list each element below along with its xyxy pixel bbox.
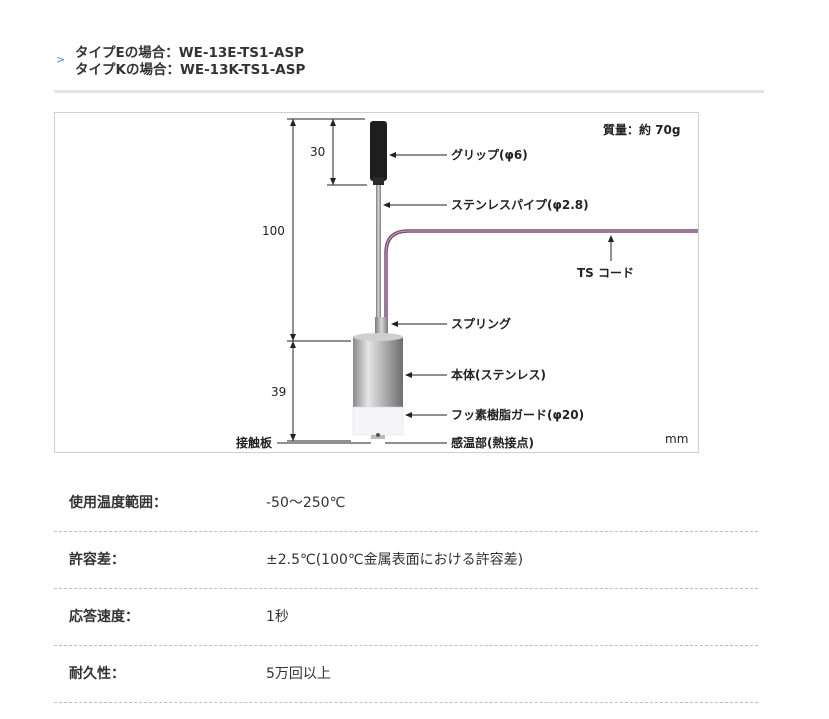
spec-row-response: 応答速度： 1秒	[54, 589, 758, 646]
dimension-lines	[287, 118, 367, 442]
body-label: 本体(ステンレス)	[451, 367, 546, 382]
header-divider	[54, 90, 764, 93]
spec-row-temperature: 使用温度範囲： -50〜250℃	[54, 475, 758, 532]
probe-diagram: 30 100 39	[54, 112, 699, 453]
spring-label: スプリング	[451, 316, 511, 331]
spec-label: 許容差：	[69, 552, 125, 568]
grip	[370, 121, 387, 181]
leader-arrows	[383, 152, 614, 418]
probe-body-top	[353, 333, 403, 341]
model-type-e: タイプEの場合：WE-13E-TS1-ASP	[75, 45, 305, 61]
spec-value: 1秒	[266, 609, 289, 625]
model-type-k: タイプKの場合：WE-13K-TS1-ASP	[75, 62, 306, 78]
unit-label: mm	[665, 432, 688, 446]
dim-100-label: 100	[262, 224, 285, 238]
spec-divider	[54, 531, 758, 532]
spec-row-tolerance: 許容差： ±2.5℃(100℃金属表面における許容差)	[54, 532, 758, 589]
ts-cord	[384, 229, 698, 321]
probe-body	[353, 337, 403, 409]
spec-row-durability: 耐久性： 5万回以上	[54, 646, 758, 703]
dim-39-label: 39	[271, 385, 286, 399]
sensor-point	[376, 433, 380, 437]
spec-label: 使用温度範囲：	[69, 495, 167, 511]
spec-value: -50〜250℃	[266, 495, 346, 511]
spec-divider	[54, 645, 758, 646]
pipe-label: ステンレスパイプ(φ2.8)	[451, 197, 589, 212]
grip-end	[373, 177, 384, 185]
weight-label: 質量：約 70g	[603, 122, 680, 137]
spec-label: 耐久性：	[69, 666, 125, 682]
product-header: > タイプEの場合：WE-13E-TS1-ASP タイプKの場合：WE-13K-…	[54, 40, 764, 90]
dimension-arrows	[290, 119, 336, 441]
fluoro-guard	[352, 406, 404, 436]
leader-lines	[277, 154, 612, 444]
sensor-label: 感温部(熱接点)	[451, 435, 534, 450]
ts-cord-highlight	[385, 230, 698, 321]
spec-divider	[54, 702, 758, 703]
contact-plate-label: 接触板	[236, 435, 273, 450]
guard-label: フッ素樹脂ガード(φ20)	[451, 407, 584, 422]
spec-value: ±2.5℃(100℃金属表面における許容差)	[266, 552, 524, 568]
spec-label: 応答速度：	[69, 609, 139, 625]
ts-cord-label: TS コード	[577, 266, 634, 280]
probe-diagram-svg: 30 100 39	[236, 118, 698, 450]
spec-divider	[54, 588, 758, 589]
chevron-right-icon: >	[56, 53, 66, 66]
stainless-pipe	[376, 175, 381, 325]
spec-value: 5万回以上	[266, 666, 331, 682]
grip-label: グリップ(φ6)	[451, 147, 528, 162]
dim-30-label: 30	[310, 145, 325, 159]
